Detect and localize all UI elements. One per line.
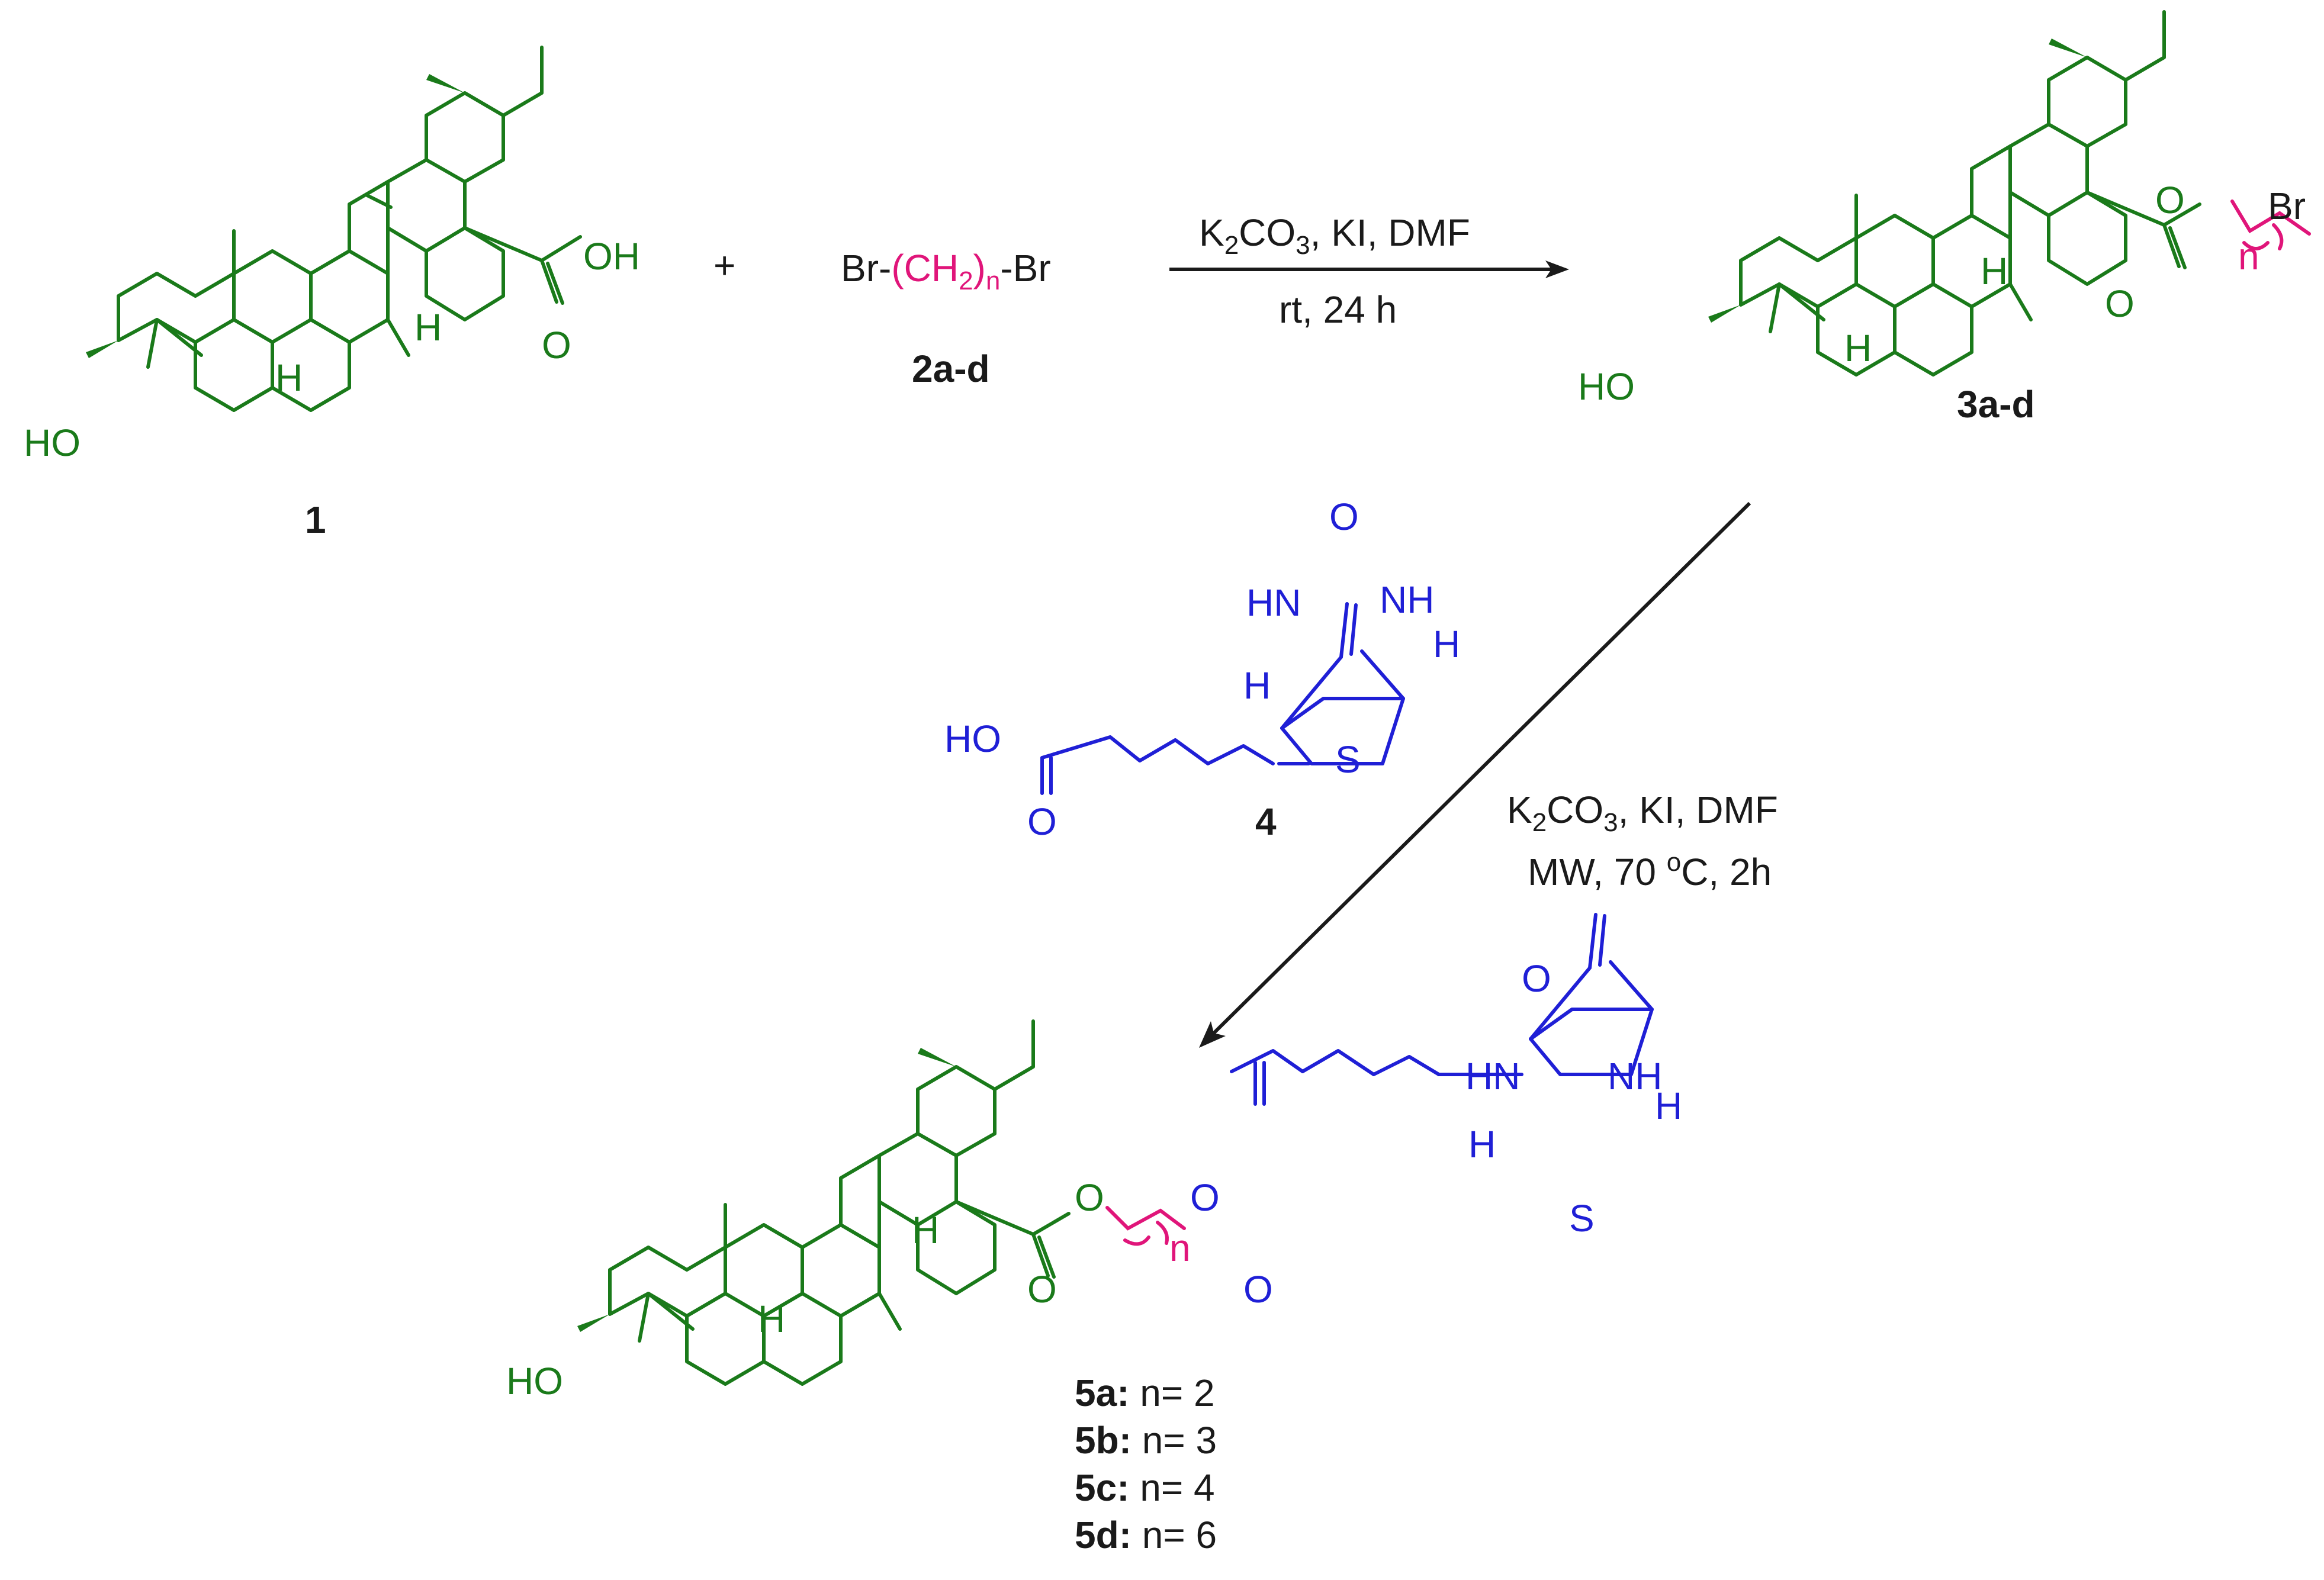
reagent-2-br-right: -Br <box>1000 247 1050 289</box>
compound-5-carbonyl-o2-label: O <box>1243 1268 1273 1311</box>
compound-4-structure <box>1040 602 1405 795</box>
step-1-arrowhead <box>1545 260 1569 278</box>
compound-4-carbonyl-o-label: O <box>1027 800 1057 843</box>
product-5a: 5a: n= 2 <box>1075 1372 1215 1414</box>
compound-4-urea-o-label: O <box>1329 495 1359 538</box>
compound-5-h-label-b: H <box>912 1209 939 1251</box>
compound-5-h-label-a: H <box>758 1298 785 1340</box>
product-5b: 5b: n= 3 <box>1075 1419 1217 1462</box>
compound-3-ester-o-label: O <box>2155 179 2185 221</box>
compound-3-carbonyl-o-label: O <box>2105 282 2135 325</box>
compound-5-h-right-label: H <box>1655 1085 1682 1127</box>
compound-3-h-label-a: H <box>1844 327 1872 369</box>
step-2-arrowhead <box>1199 1021 1226 1048</box>
compound-1-ho-label: HO <box>24 421 81 464</box>
step-2-reagents: K2CO3, KI, DMF <box>1507 789 1778 837</box>
compound-5-biotin-structure <box>1230 913 1654 1106</box>
compound-1-carbonyl-o-label: O <box>542 324 571 366</box>
compound-5-hn-label: HN <box>1465 1055 1520 1098</box>
compound-5-ester-o1-label: O <box>1075 1176 1104 1219</box>
compound-1-h-label-a: H <box>275 356 303 399</box>
reagent-2-group: (CH <box>891 247 959 289</box>
compound-3-h-label-b: H <box>1981 250 2008 292</box>
compound-5-urea-o-label: O <box>1522 957 1551 1000</box>
reagent-2-formula: Br-(CH2)n-Br <box>841 247 1051 295</box>
step-2-conditions: MW, 70 oC, 2h <box>1528 848 1772 893</box>
plus-sign: + <box>713 244 735 287</box>
compound-4-h-left-label: H <box>1243 664 1271 707</box>
product-list: 5a: n= 2 5b: n= 3 5c: n= 4 5d: n= 6 <box>1075 1372 1217 1556</box>
compound-5-n-label: n <box>1169 1227 1191 1269</box>
compound-1-label: 1 <box>305 498 326 541</box>
compound-4-label: 4 <box>1255 800 1277 843</box>
compound-4-nh-label: NH <box>1380 578 1434 621</box>
compound-1-h-label-b: H <box>414 306 442 349</box>
reagent-2-label: 2a-d <box>912 347 990 390</box>
reagent-2-br-left: Br- <box>841 247 891 289</box>
step-2-arrow <box>1206 501 1751 1041</box>
compound-5-ho-label: HO <box>506 1360 563 1402</box>
compound-4-hn-label: HN <box>1246 581 1301 624</box>
compound-4-s-label: S <box>1335 738 1361 781</box>
compound-4-h-right-label: H <box>1433 623 1460 665</box>
compound-5-linker <box>1105 1206 1186 1246</box>
svg-text:Br-(CH2)n-Br: Br-(CH2)n-Br <box>841 247 1051 295</box>
compound-3-label: 3a-d <box>1957 383 2035 426</box>
step-1-conditions: rt, 24 h <box>1279 288 1397 331</box>
reagent-2-sub2: 2 <box>959 266 973 295</box>
compound-5-triterpene-structure <box>577 1019 1071 1386</box>
compound-4-ho-label: HO <box>944 717 1001 760</box>
reagent-2-subn: n <box>986 266 1000 295</box>
compound-5-carbonyl-o1-label: O <box>1027 1268 1057 1311</box>
compound-5-h-left-label: H <box>1468 1123 1496 1166</box>
compound-1-acid-oh-label: OH <box>583 235 640 278</box>
compound-1-structure <box>86 46 582 412</box>
compound-5-s-label: S <box>1569 1197 1595 1240</box>
product-5d: 5d: n= 6 <box>1075 1514 1217 1556</box>
compound-3-n-label: n <box>2238 235 2259 278</box>
step-1-reagents: K2CO3, KI, DMF <box>1199 211 1470 260</box>
compound-5-ester-o2-label: O <box>1190 1176 1220 1219</box>
compound-3-br-label: Br <box>2268 185 2306 227</box>
reagent-2-close: ) <box>973 247 986 289</box>
compound-3-structure <box>1708 10 2311 377</box>
compound-5-nh-label: NH <box>1608 1055 1662 1098</box>
product-5c: 5c: n= 4 <box>1075 1466 1215 1509</box>
compound-3-ho-label: HO <box>1578 365 1635 408</box>
